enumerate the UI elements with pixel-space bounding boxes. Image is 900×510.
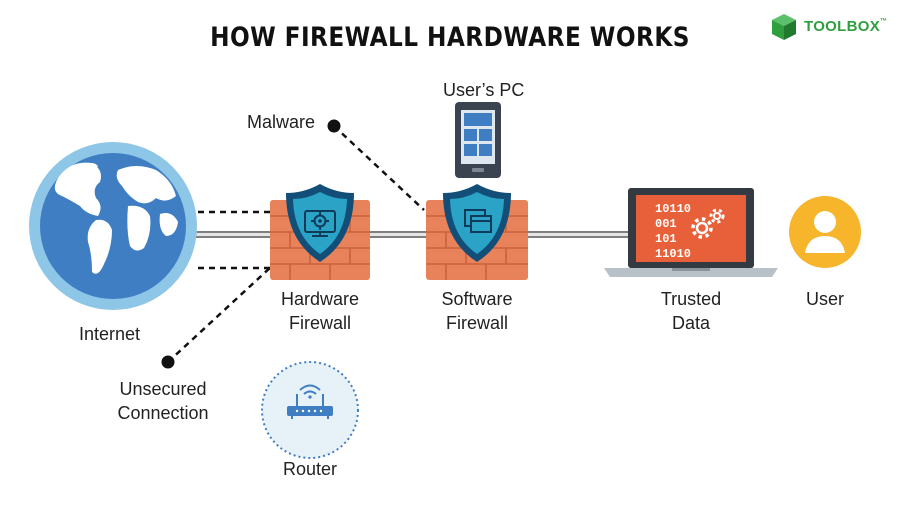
phone-icon — [455, 102, 501, 178]
label-router: Router — [282, 459, 338, 479]
router-icon — [261, 361, 359, 459]
logo-wordmark: TOOLBOX™ — [804, 18, 888, 35]
shield-gear-icon — [286, 184, 354, 262]
label-users-pc: User’s PC — [443, 80, 525, 100]
shield-window-icon — [443, 184, 511, 262]
label-malware: Malware — [247, 112, 316, 132]
logo-cube-icon — [772, 14, 796, 40]
label-hardware-firewall: Hardware Firewall — [280, 289, 360, 333]
binary-line: 001 — [655, 217, 677, 231]
software-firewall-icon — [426, 184, 528, 280]
binary-line: 11010 — [655, 247, 691, 261]
binary-line: 10110 — [655, 202, 691, 216]
unsecured-connector — [161, 265, 273, 369]
label-trusted-data: Trusted Data — [660, 289, 722, 333]
user-icon — [789, 196, 861, 268]
network-line — [196, 231, 628, 238]
laptop-screen-text: 10110 001 101 11010 — [655, 202, 691, 261]
label-user: User — [805, 289, 844, 309]
label-unsecured-connection: Unsecured Connection — [117, 379, 209, 423]
globe-icon — [29, 142, 197, 310]
malware-connector — [327, 119, 425, 211]
label-software-firewall: Software Firewall — [441, 289, 513, 333]
hardware-firewall-icon — [270, 184, 370, 280]
gear-icon — [691, 208, 725, 239]
page-title: HOW FIREWALL HARDWARE WORKS — [210, 22, 690, 53]
laptop-icon — [604, 188, 778, 277]
label-internet: Internet — [79, 324, 141, 344]
binary-line: 101 — [655, 232, 677, 246]
